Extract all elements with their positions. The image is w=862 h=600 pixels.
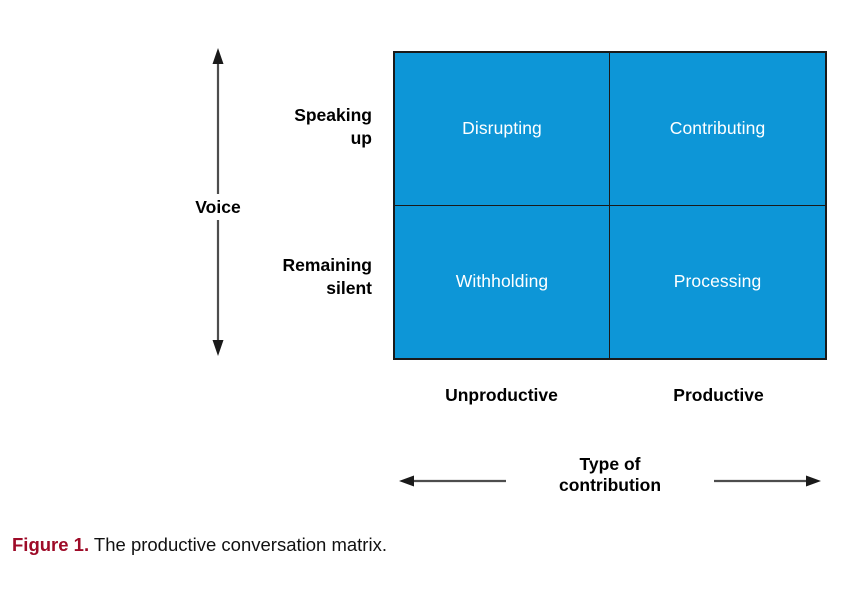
column-label-unproductive: Unproductive: [445, 385, 558, 405]
voice-axis-arrow: [202, 46, 234, 358]
figure-caption-text: The productive conversation matrix.: [93, 534, 387, 555]
x-axis-title: Type of contribution: [510, 454, 710, 496]
figure-caption-number: Figure 1.: [12, 534, 90, 555]
matrix-cell-disrupting: Disrupting: [395, 53, 610, 206]
x-axis-title-line1: Type of: [579, 454, 641, 474]
row-label-speaking-up: Speaking up: [232, 104, 372, 150]
contribution-axis: Type of contribution: [396, 452, 824, 510]
matrix-cell-contributing: Contributing: [610, 53, 825, 206]
matrix-cell-processing: Processing: [673, 271, 762, 292]
y-axis-title: Voice: [148, 194, 288, 221]
x-axis-title-line2: contribution: [558, 475, 662, 495]
x-axis-category-labels: Unproductive Productive: [393, 385, 827, 406]
row-label-speaking-up-line1: Speaking: [294, 105, 372, 125]
row-label-speaking-up-line2: up: [350, 128, 372, 149]
conversation-matrix: Disrupting Contributing Withholding Proc…: [393, 51, 827, 360]
matrix-cell-withholding: Withholding: [395, 205, 610, 358]
column-label-productive: Productive: [673, 385, 764, 405]
contribution-axis-arrows: [399, 475, 821, 487]
row-label-remaining-silent-line1: Remaining: [282, 255, 372, 275]
figure-caption: Figure 1. The productive conversation ma…: [12, 534, 387, 556]
row-label-remaining-silent: Remaining silent: [232, 254, 372, 300]
row-label-remaining-silent-line2: silent: [326, 278, 372, 299]
